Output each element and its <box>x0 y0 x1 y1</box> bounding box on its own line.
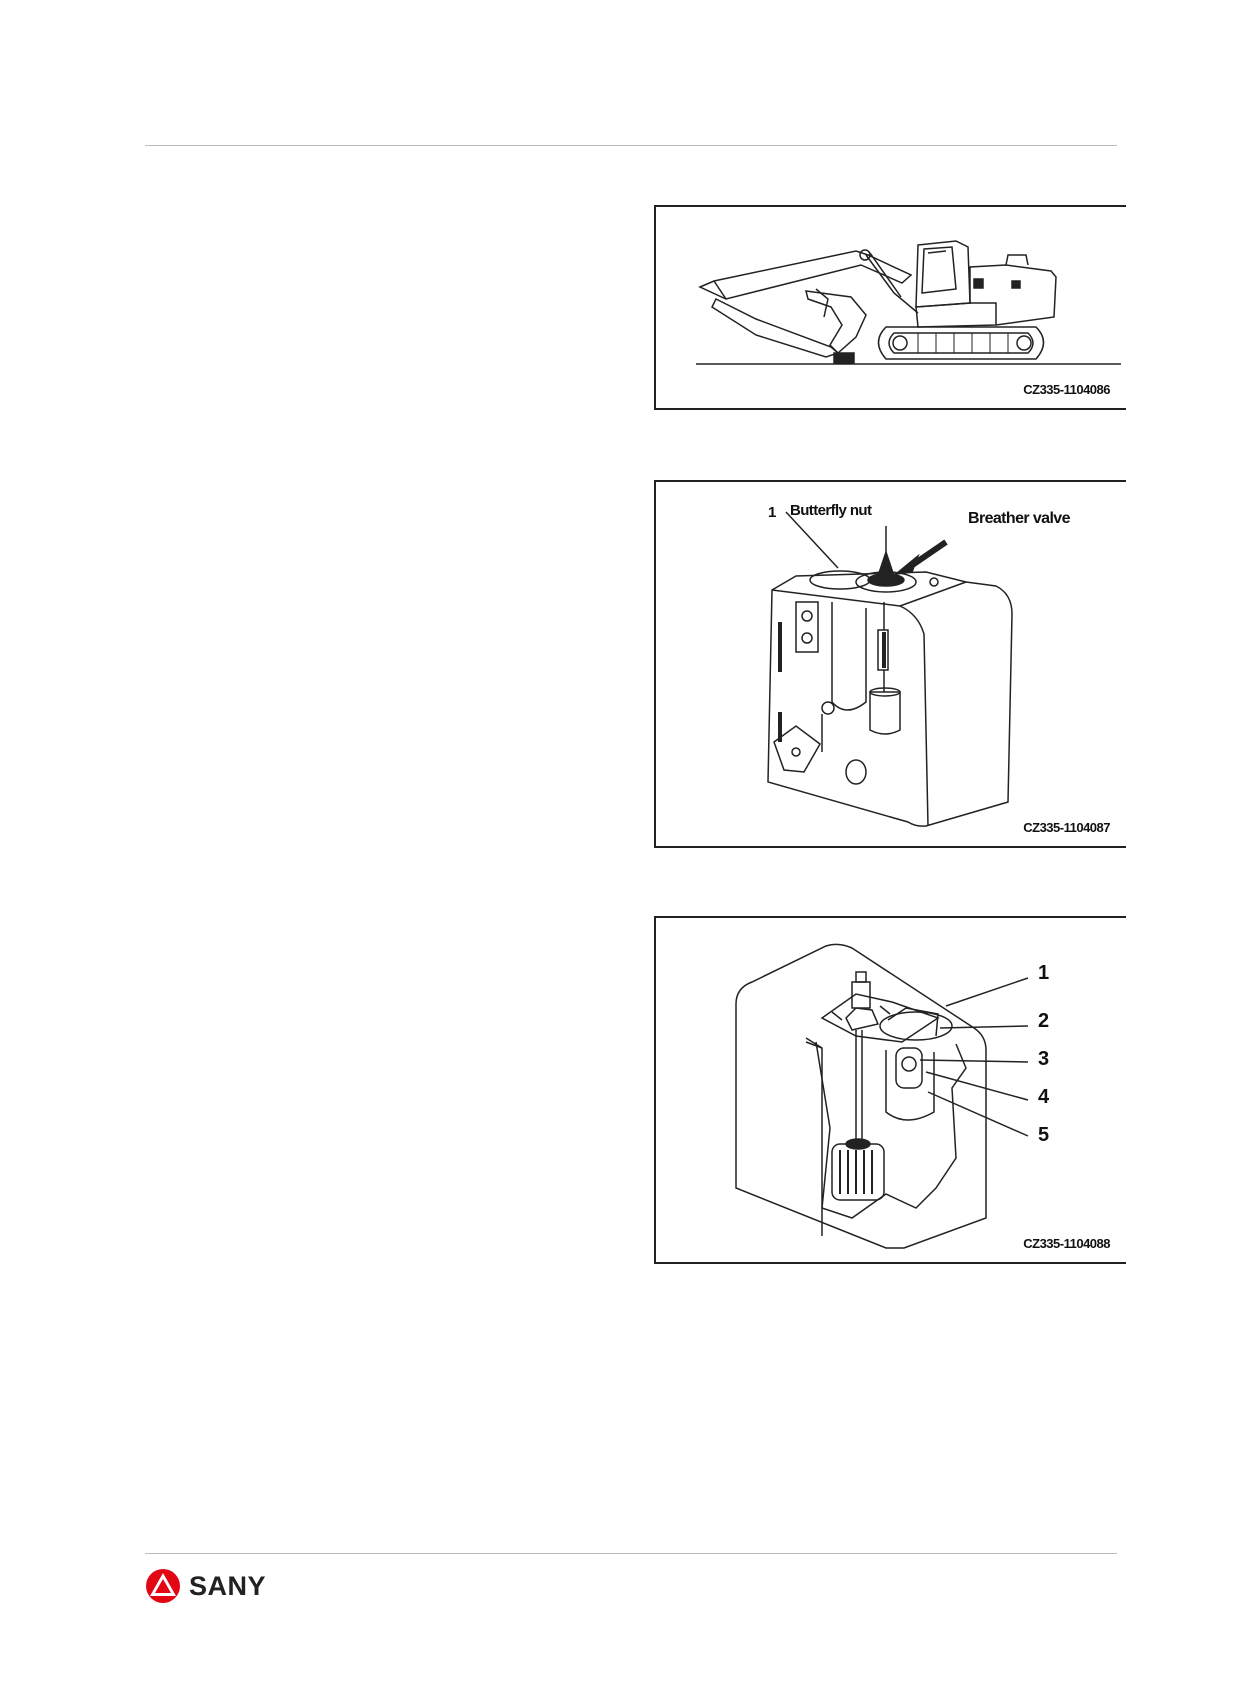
callout-part-1: 1 <box>768 504 777 521</box>
figure-hydraulic-tank: 1 Butterfly nut Breather valve CZ335-110… <box>654 480 1126 848</box>
figure-code: CZ335-1104086 <box>1023 382 1110 397</box>
figure-excavator: CZ335-1104086 <box>654 205 1126 410</box>
footer-rule <box>145 1553 1117 1554</box>
callout-3: 3 <box>1038 1048 1050 1070</box>
callout-4: 4 <box>1038 1086 1050 1108</box>
figure-code: CZ335-1104088 <box>1023 1236 1110 1251</box>
excavator-illustration <box>696 240 1121 365</box>
callout-butterfly-nut: Butterfly nut <box>790 502 872 519</box>
sany-triangle-icon <box>146 1569 180 1603</box>
callout-5: 5 <box>1038 1124 1050 1146</box>
figure-code: CZ335-1104087 <box>1023 820 1110 835</box>
callout-breather-valve: Breather valve <box>968 510 1070 527</box>
tank-cutaway-illustration <box>735 943 1029 1249</box>
sany-logo: SANY <box>145 1568 266 1604</box>
callout-1: 1 <box>1038 962 1050 984</box>
figure-tank-cutaway: 1 2 3 4 5 CZ335-1104088 <box>654 916 1126 1264</box>
hydraulic-tank-illustration <box>767 511 1013 827</box>
brand-name: SANY <box>189 1570 267 1601</box>
header-rule <box>145 145 1117 146</box>
callout-2: 2 <box>1038 1010 1050 1032</box>
